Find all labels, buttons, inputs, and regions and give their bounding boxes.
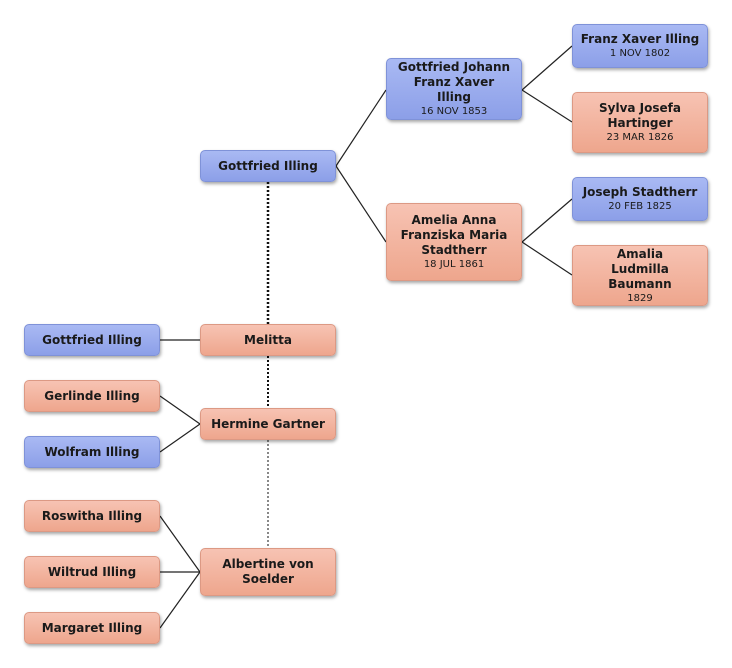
parent-link-mother [335, 165, 387, 243]
person-name: Melitta [244, 332, 292, 347]
person-melitta[interactable]: Melitta [200, 324, 336, 356]
person-name: Gerlinde Illing [44, 388, 140, 403]
parent-link-father [335, 89, 387, 167]
parent-link-mother [521, 89, 573, 123]
person-date: 18 JUL 1861 [423, 259, 485, 270]
person-name: Franz Xaver Illing [580, 32, 700, 46]
person-name: Gottfried Illing [42, 332, 142, 347]
child-link [159, 395, 201, 425]
person-wiltrud-illing[interactable]: Wiltrud Illing [24, 556, 160, 588]
person-date: 16 NOV 1853 [420, 106, 488, 117]
person-name: Margaret Illing [41, 620, 143, 635]
person-hermine-gartner[interactable]: Hermine Gartner [200, 408, 336, 440]
person-name: Joseph Stadtherr [582, 185, 698, 199]
person-name: Albertine von Soelder [222, 557, 314, 586]
person-name: Hermine Gartner [211, 416, 325, 431]
person-name: Roswitha Illing [41, 508, 143, 523]
person-name: Gottfried Illing [218, 158, 318, 173]
person-gottfried-illing-child[interactable]: Gottfried Illing [24, 324, 160, 356]
person-gerlinde-illing[interactable]: Gerlinde Illing [24, 380, 160, 412]
person-franz-xaver[interactable]: Franz Xaver Illing 1 NOV 1802 [572, 24, 708, 68]
person-name: Wiltrud Illing [47, 564, 137, 579]
person-amelia-anna[interactable]: Amelia Anna Franziska Maria Stadtherr 18… [386, 203, 522, 281]
person-name: Amelia Anna Franziska Maria Stadtherr [400, 213, 508, 257]
person-gottfried-illing[interactable]: Gottfried Illing [200, 150, 336, 182]
person-date: 1829 [627, 292, 653, 304]
person-date: 20 FEB 1825 [608, 201, 672, 212]
child-link [159, 515, 201, 573]
person-gottfried-johann[interactable]: Gottfried Johann Franz Xaver Illing 16 N… [386, 58, 522, 120]
parent-link-father [521, 198, 573, 243]
person-sylva-josefa[interactable]: Sylva Josefa Hartinger 23 MAR 1826 [572, 92, 708, 153]
person-name: Amalia Ludmilla Baumann [608, 246, 672, 291]
parent-link-mother [521, 241, 573, 276]
person-amalia-ludmilla[interactable]: Amalia Ludmilla Baumann 1829 [572, 245, 708, 306]
person-roswitha-illing[interactable]: Roswitha Illing [24, 500, 160, 532]
person-name: Sylva Josefa Hartinger [599, 101, 681, 130]
child-link [159, 571, 201, 629]
parent-link-father [521, 45, 573, 91]
person-name: Wolfram Illing [44, 444, 140, 459]
person-wolfram-illing[interactable]: Wolfram Illing [24, 436, 160, 468]
person-margaret-illing[interactable]: Margaret Illing [24, 612, 160, 644]
person-joseph-stadtherr[interactable]: Joseph Stadtherr 20 FEB 1825 [572, 177, 708, 221]
person-name: Gottfried Johann Franz Xaver Illing [397, 60, 511, 104]
child-link [159, 423, 201, 453]
person-date: 23 MAR 1826 [606, 132, 674, 143]
person-albertine-von-soelder[interactable]: Albertine von Soelder [200, 548, 336, 596]
person-date: 1 NOV 1802 [609, 48, 671, 59]
